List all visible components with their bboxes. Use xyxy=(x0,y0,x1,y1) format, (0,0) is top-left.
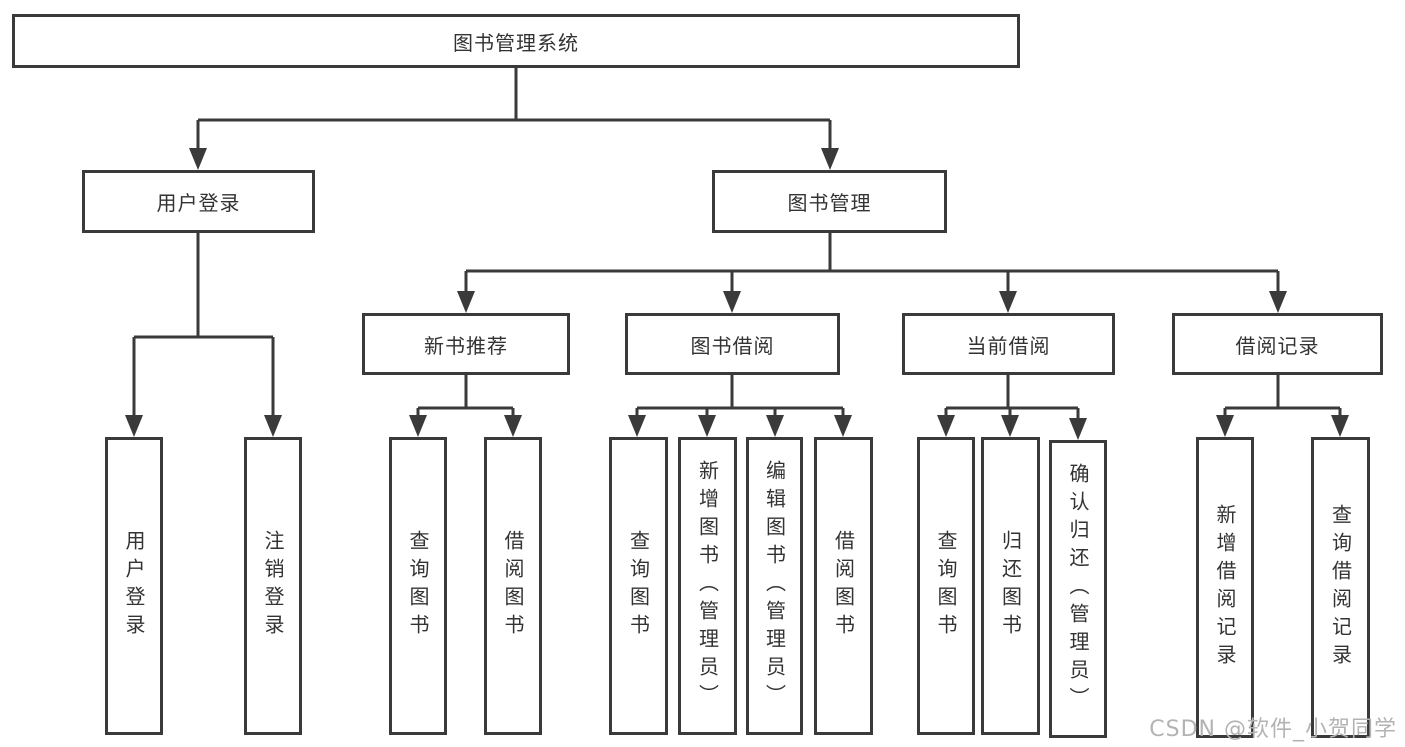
leaf-recommend-borrow-books: 借阅图书 xyxy=(484,437,542,735)
leaf-add-books-admin: 新增图书（管理员） xyxy=(678,437,737,735)
node-user-login-label: 用户登录 xyxy=(156,191,241,215)
node-new-book-recommendation-label: 新书推荐 xyxy=(424,333,508,358)
node-book-management-label: 图书管理 xyxy=(787,191,872,215)
leaf-logout-label: 注销登录 xyxy=(261,530,285,642)
leaf-current-query-books: 查询图书 xyxy=(917,437,975,735)
leaf-user-login-label: 用户登录 xyxy=(122,530,146,642)
leaf-borrowing-query-books: 查询图书 xyxy=(609,437,668,735)
node-current-borrowing: 当前借阅 xyxy=(902,313,1115,375)
node-new-book-recommendation: 新书推荐 xyxy=(362,313,570,375)
leaf-edit-books-admin: 编辑图书（管理员） xyxy=(746,437,803,735)
leaf-confirm-return-admin-label: 确认归还（管理员） xyxy=(1066,463,1090,715)
leaf-recommend-borrow-books-label: 借阅图书 xyxy=(501,530,525,642)
leaf-query-borrow-record-label: 查询借阅记录 xyxy=(1328,503,1353,672)
leaf-borrowing-borrow-books-label: 借阅图书 xyxy=(831,530,856,642)
leaf-borrowing-borrow-books: 借阅图书 xyxy=(814,437,873,735)
leaf-add-books-admin-label: 新增图书（管理员） xyxy=(695,460,720,712)
leaf-logout: 注销登录 xyxy=(244,437,302,735)
node-book-management: 图书管理 xyxy=(712,170,947,233)
node-root: 图书管理系统 xyxy=(12,14,1020,68)
node-borrowing-records: 借阅记录 xyxy=(1172,313,1383,375)
leaf-user-login: 用户登录 xyxy=(105,437,163,735)
node-borrowing-records-label: 借阅记录 xyxy=(1235,333,1320,358)
leaf-edit-books-admin-label: 编辑图书（管理员） xyxy=(762,460,787,712)
leaf-recommend-query-books-label: 查询图书 xyxy=(406,530,430,642)
node-book-borrowing: 图书借阅 xyxy=(625,313,840,375)
leaf-recommend-query-books: 查询图书 xyxy=(389,437,447,735)
leaf-add-borrow-record: 新增借阅记录 xyxy=(1196,437,1254,738)
csdn-watermark: CSDN @软件_小贺同学 xyxy=(1149,717,1397,742)
node-user-login: 用户登录 xyxy=(82,170,315,233)
leaf-confirm-return-admin: 确认归还（管理员） xyxy=(1049,440,1107,738)
leaf-borrowing-query-books-label: 查询图书 xyxy=(626,530,651,642)
node-root-label: 图书管理系统 xyxy=(453,30,579,55)
leaf-query-borrow-record: 查询借阅记录 xyxy=(1311,437,1370,738)
leaf-current-query-books-label: 查询图书 xyxy=(934,530,958,642)
node-current-borrowing-label: 当前借阅 xyxy=(966,333,1051,358)
leaf-add-borrow-record-label: 新增借阅记录 xyxy=(1213,503,1237,672)
leaf-return-books-label: 归还图书 xyxy=(998,530,1023,642)
node-book-borrowing-label: 图书借阅 xyxy=(690,333,775,358)
leaf-return-books: 归还图书 xyxy=(981,437,1040,735)
